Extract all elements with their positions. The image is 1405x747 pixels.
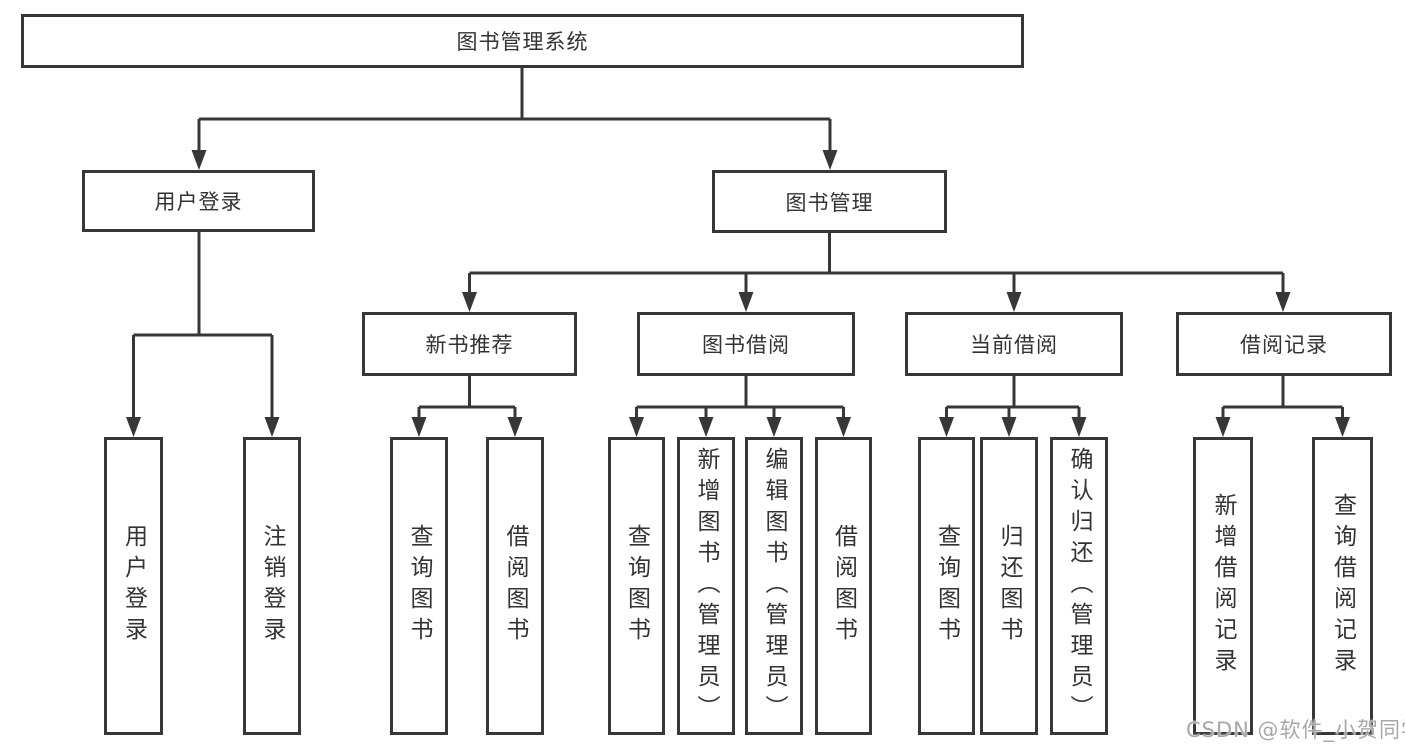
leaf-query-books-newbook: 查询图书 xyxy=(390,437,448,735)
leaf-query-books-current: 查询图书 xyxy=(918,437,975,735)
connector-strokes xyxy=(132,68,1344,419)
leaf-edit-books-admin: 编辑图书（管理员） xyxy=(745,437,803,735)
leaf-return-books: 归还图书 xyxy=(980,437,1038,735)
leaf-add-borrow-record: 新增借阅记录 xyxy=(1193,437,1253,735)
watermark-text: CSDN @软件_小贺同学 xyxy=(1186,718,1405,742)
node-root: 图书管理系统 xyxy=(21,14,1024,68)
leaf-add-books-admin: 新增图书（管理员） xyxy=(677,437,735,735)
node-book-management: 图书管理 xyxy=(712,170,947,233)
leaf-query-books-borrow: 查询图书 xyxy=(608,437,665,735)
node-user-login: 用户登录 xyxy=(82,170,315,232)
leaf-confirm-return-admin: 确认归还（管理员） xyxy=(1050,437,1108,735)
node-borrowing-records: 借阅记录 xyxy=(1176,312,1392,376)
node-new-book-recommend: 新书推荐 xyxy=(362,312,577,376)
leaf-borrow-books-borrow: 借阅图书 xyxy=(815,437,872,735)
leaf-query-borrow-record: 查询借阅记录 xyxy=(1312,437,1373,735)
leaf-logout-login: 注销登录 xyxy=(243,437,301,735)
node-current-borrowing: 当前借阅 xyxy=(905,312,1123,376)
arrowheads xyxy=(126,150,1350,437)
leaf-borrow-books-newbook: 借阅图书 xyxy=(486,437,544,735)
leaf-user-login: 用户登录 xyxy=(104,437,163,735)
node-book-borrowing: 图书借阅 xyxy=(637,312,855,376)
